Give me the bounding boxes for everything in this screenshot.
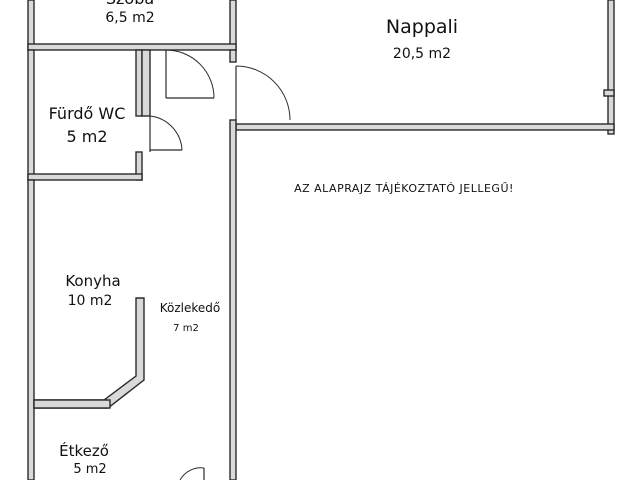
room-name-nappali: Nappali [386,16,458,38]
room-area-furdo: 5 m2 [66,127,107,146]
walls-left-lower [27,179,35,480]
room-area-etkezo: 5 m2 [73,462,106,477]
room-area-szoba: 6,5 m2 [105,10,154,26]
door-etkezo [179,467,205,480]
room-name-kozlekedo: Közlekedő [160,301,221,315]
room-area-kozlekedo: 7 m2 [173,323,199,334]
walls-konyha [33,297,145,409]
room-name-furdo: Fürdő WC [49,104,126,123]
door-nappali [235,65,291,121]
walls-furdo [27,49,151,181]
door-szoba [165,49,215,99]
disclaimer-note: AZ ALAPRAJZ TÁJÉKOZTATÓ JELLEGŰ! [294,181,514,195]
door-furdo [149,115,183,152]
walls-corridor [229,49,237,480]
room-name-konyha: Konyha [65,272,120,290]
room-name-etkezo: Étkező [59,441,109,460]
room-area-nappali: 20,5 m2 [393,46,451,62]
room-name-szoba: Szoba [106,0,154,8]
room-area-konyha: 10 m2 [68,293,113,309]
